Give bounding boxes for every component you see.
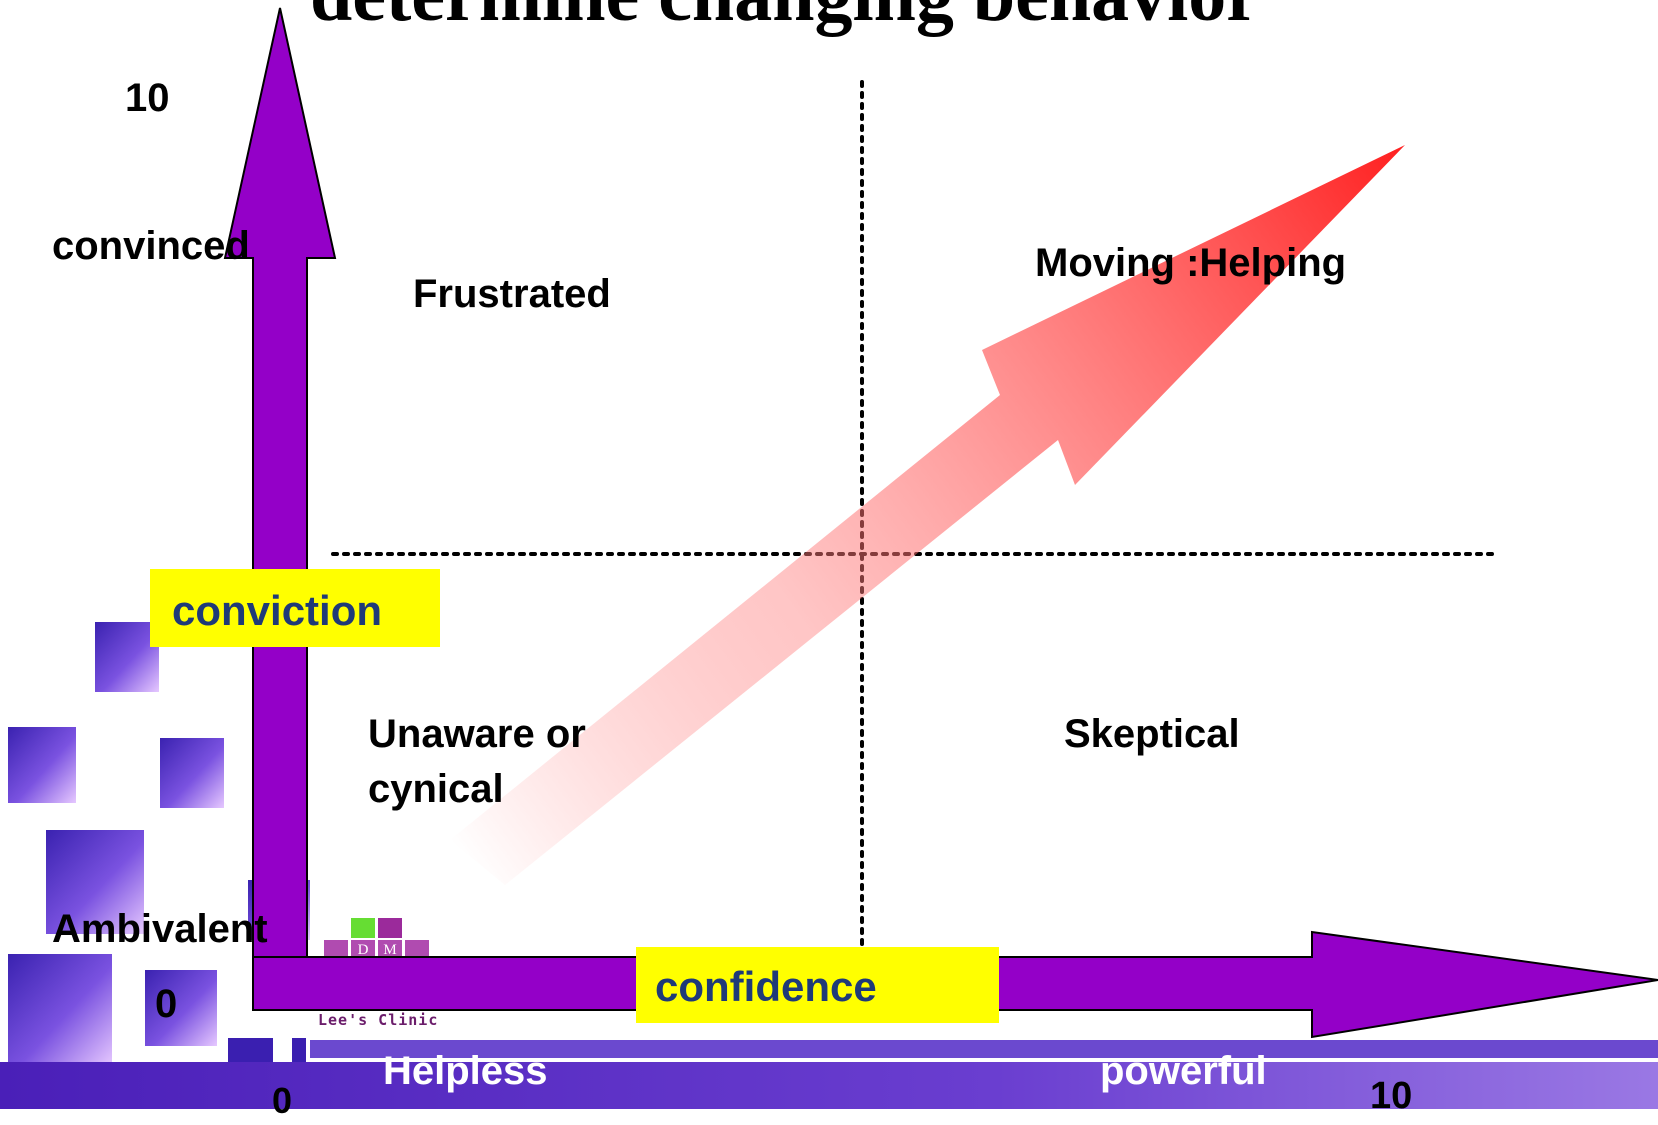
y-top-label: convinced	[52, 224, 250, 268]
footer-band	[0, 1038, 1658, 1109]
logo-letter-m: M	[383, 942, 397, 958]
slide-title: determine changing behavior	[310, 0, 1260, 39]
quadrant-bottom-right: Skeptical	[1064, 712, 1240, 756]
y-axis-arrow	[223, 7, 337, 991]
quadrant-bottom-left-line2: cynical	[368, 767, 504, 811]
logo-letter-d: D	[357, 942, 369, 958]
y-origin-value: 0	[155, 982, 178, 1026]
y-bottom-label: Ambivalent	[52, 907, 268, 951]
quadrant-top-left: Frustrated	[413, 272, 611, 316]
x-origin-value: 0	[272, 1080, 293, 1121]
quadrant-top-right: Moving :Helping	[1035, 241, 1347, 285]
x-right-label: powerful	[1100, 1049, 1267, 1093]
x-max-value: 10	[1370, 1075, 1413, 1117]
y-max-value: 10	[125, 76, 170, 120]
clinic-logo	[324, 918, 429, 960]
y-axis-name-badge: conviction	[150, 569, 440, 647]
progress-arrow	[450, 145, 1405, 885]
x-left-label: Helpless	[383, 1049, 548, 1093]
logo-caption: Lee's Clinic	[318, 1011, 439, 1029]
quadrant-bottom-left-line1: Unaware or	[368, 712, 586, 756]
x-axis-name-badge: confidence	[636, 947, 999, 1023]
